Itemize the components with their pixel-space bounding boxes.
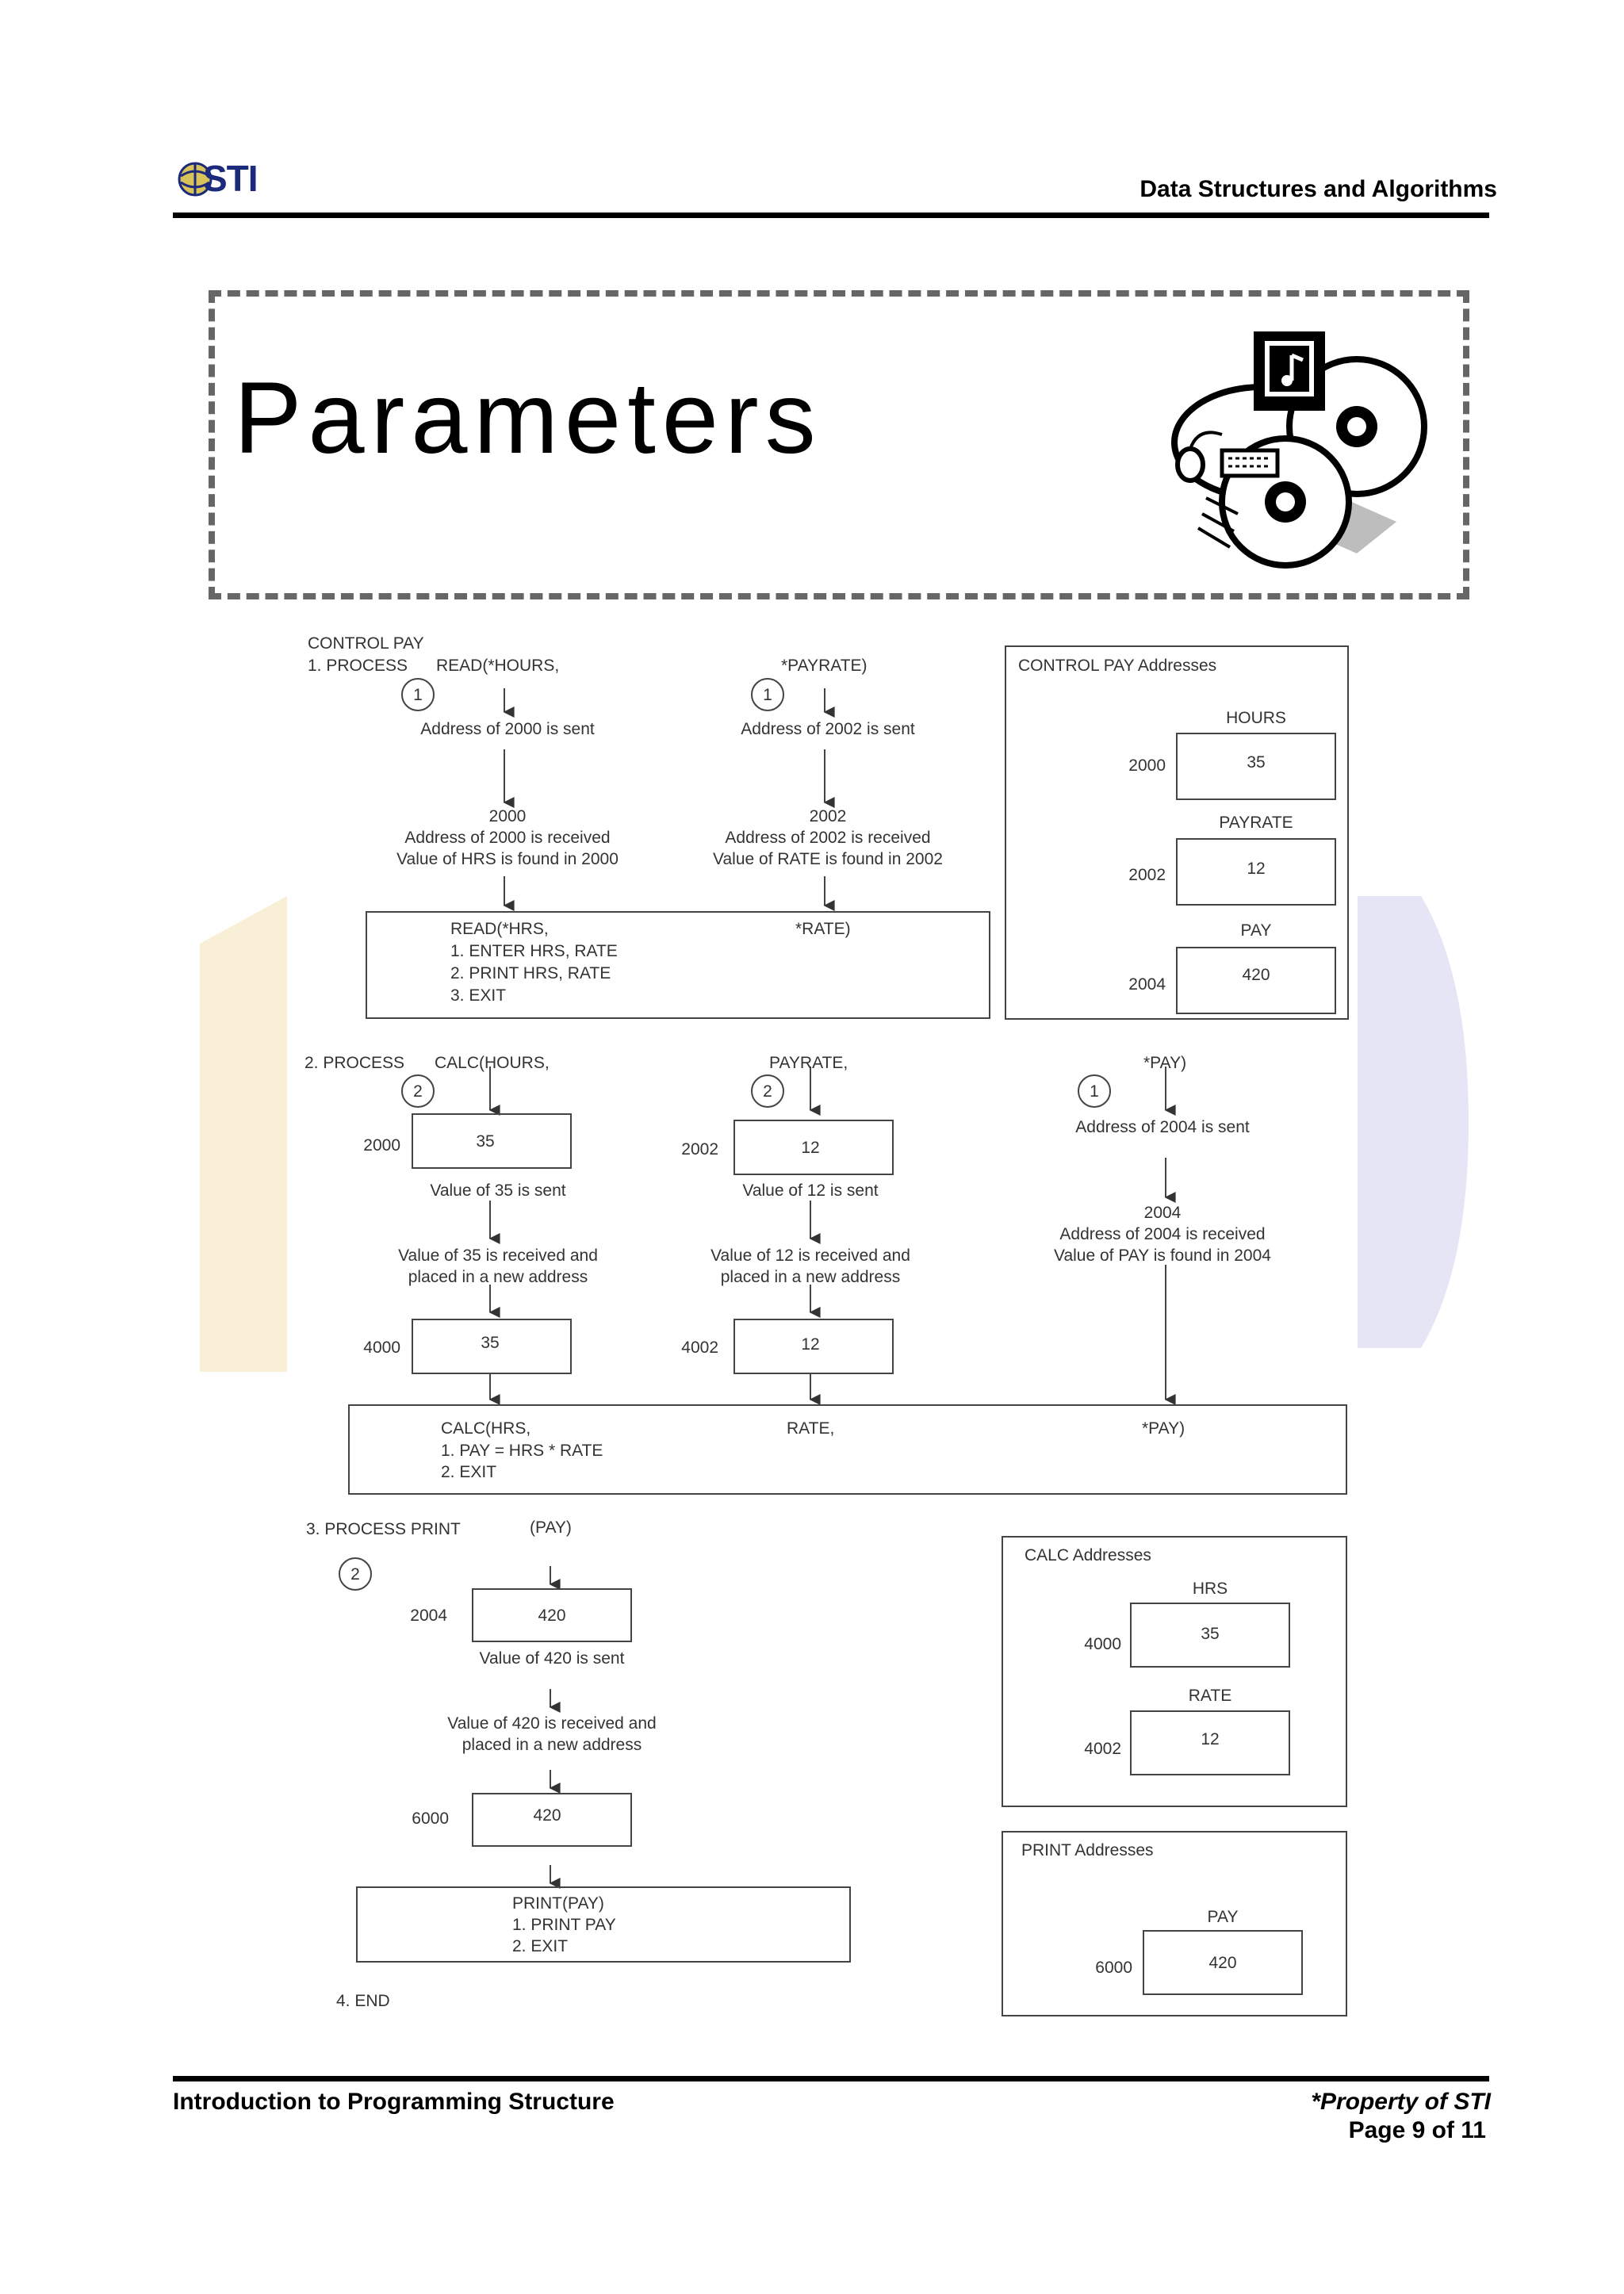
print-pay-addr: 6000: [1095, 1959, 1132, 1977]
header-rule: [173, 213, 1489, 218]
b-addr: 2002: [681, 1140, 718, 1158]
left-recv: Address of 2000 is received: [404, 829, 610, 847]
read-module-rate: *RATE): [795, 920, 851, 938]
rate-label: RATE: [1189, 1687, 1231, 1705]
calc-module-line2: 2. EXIT: [441, 1463, 496, 1481]
read-module-line1: 1. ENTER HRS, RATE: [450, 942, 618, 960]
label-process-2: 2. PROCESS: [304, 1054, 404, 1072]
a-new-val: 35: [481, 1334, 499, 1352]
read-module-line3: 3. EXIT: [450, 986, 506, 1005]
watermark-right: [1358, 896, 1469, 1348]
label-process-3: 3. PROCESS PRINT: [306, 1520, 461, 1538]
left-found: Value of HRS is found in 2000: [396, 850, 619, 868]
print-box-title: PRINT Addresses: [1021, 1841, 1154, 1859]
footer-page-number: Page 9 of 11: [1348, 2117, 1486, 2143]
pay-val: 420: [1242, 966, 1270, 984]
logo-text: STI: [203, 158, 259, 199]
payrate-val: 12: [1247, 860, 1265, 878]
read-module-head: READ(*HRS,: [450, 920, 549, 938]
right-recv: Address of 2002 is received: [725, 829, 930, 847]
header-title: Data Structures and Algorithms: [1139, 176, 1497, 202]
sti-logo: STI: [176, 155, 259, 207]
a-recv2: placed in a new address: [408, 1268, 588, 1286]
c-sent: Address of 2004 is sent: [1075, 1118, 1250, 1136]
print-pay-val: 420: [1208, 1954, 1236, 1972]
a-recv1: Value of 35 is received and: [398, 1247, 598, 1265]
hours-addr: 2000: [1128, 756, 1166, 775]
label-process-1: 1. PROCESS: [308, 657, 408, 675]
step-num: 1: [413, 686, 423, 704]
print-pay-label: PAY: [1208, 1908, 1239, 1926]
read-module-line2: 2. PRINT HRS, RATE: [450, 964, 611, 982]
print-sent: Value of 420 is sent: [480, 1649, 625, 1668]
left-addr: 2000: [489, 807, 527, 825]
b-val: 12: [801, 1139, 819, 1157]
rate-val: 12: [1201, 1730, 1219, 1748]
b-recv1: Value of 12 is received and: [710, 1247, 910, 1265]
c-recv: Address of 2004 is received: [1059, 1225, 1265, 1243]
control-pay-box-title: CONTROL PAY Addresses: [1018, 657, 1216, 675]
c-found: Value of PAY is found in 2004: [1054, 1247, 1271, 1265]
a-sent: Value of 35 is sent: [430, 1181, 565, 1200]
left-sent: Address of 2000 is sent: [420, 720, 595, 738]
print-addr: 2004: [410, 1607, 447, 1625]
print-new-addr: 6000: [412, 1810, 449, 1828]
print-new-val: 420: [533, 1806, 561, 1825]
hours-label: HOURS: [1226, 709, 1286, 727]
print-module-head: PRINT(PAY): [512, 1894, 604, 1913]
b-new-val: 12: [801, 1335, 819, 1354]
step-num: 2: [763, 1082, 772, 1101]
print-module-line2: 2. EXIT: [512, 1937, 568, 1955]
payrate-label: PAYRATE: [1219, 814, 1293, 832]
page-title: Parameters: [234, 362, 822, 475]
right-found: Value of RATE is found in 2002: [713, 850, 943, 868]
title-banner: Parameters: [209, 290, 1469, 599]
footer-rule: [173, 2076, 1489, 2081]
label-end: 4. END: [336, 1992, 390, 2010]
call-print-pay: (PAY): [530, 1518, 572, 1537]
print-val: 420: [538, 1607, 565, 1625]
c-addr: 2004: [1144, 1204, 1182, 1222]
call-calc-pay: *PAY): [1143, 1054, 1186, 1072]
call-read-payrate: *PAYRATE): [781, 657, 868, 675]
b-new-addr: 4002: [681, 1338, 718, 1357]
computer-music-discs-icon: [1159, 324, 1444, 573]
hrs-addr: 4000: [1084, 1635, 1121, 1653]
right-addr: 2002: [810, 807, 847, 825]
label-control-pay: CONTROL PAY: [308, 634, 424, 653]
hrs-val: 35: [1201, 1625, 1219, 1643]
step-num: 1: [763, 686, 772, 704]
b-recv2: placed in a new address: [721, 1268, 900, 1286]
calc-module-pay: *PAY): [1142, 1419, 1185, 1438]
right-sent: Address of 2002 is sent: [741, 720, 915, 738]
globe-icon: [178, 162, 213, 197]
a-addr: 2000: [363, 1136, 400, 1155]
hours-val: 35: [1247, 753, 1265, 772]
step-num: 2: [350, 1565, 360, 1584]
payrate-addr: 2002: [1128, 866, 1166, 884]
hrs-label: HRS: [1193, 1580, 1228, 1598]
rate-addr: 4002: [1084, 1740, 1121, 1758]
step-num: 2: [413, 1082, 423, 1101]
a-val: 35: [476, 1132, 494, 1151]
calc-module-head: CALC(HRS,: [441, 1419, 530, 1438]
footer-property: *Property of STI: [1311, 2089, 1491, 2115]
b-sent: Value of 12 is sent: [742, 1181, 878, 1200]
a-new-addr: 4000: [363, 1338, 400, 1357]
call-calc-payrate: PAYRATE,: [769, 1054, 848, 1072]
call-calc-hours: CALC(HOURS,: [435, 1054, 550, 1072]
print-recv2: placed in a new address: [462, 1736, 642, 1754]
footer-course-title: Introduction to Programming Structure: [173, 2089, 615, 2115]
watermark-left: [200, 896, 287, 1372]
pay-addr: 2004: [1128, 975, 1166, 994]
calc-module-line1: 1. PAY = HRS * RATE: [441, 1442, 603, 1460]
calc-box-title: CALC Addresses: [1025, 1546, 1151, 1564]
calc-module-rate: RATE,: [787, 1419, 834, 1438]
call-read-hours: READ(*HOURS,: [436, 657, 559, 675]
pay-label: PAY: [1241, 921, 1272, 940]
print-recv1: Value of 420 is received and: [447, 1714, 656, 1733]
print-module-line1: 1. PRINT PAY: [512, 1916, 616, 1934]
step-num: 1: [1090, 1082, 1099, 1101]
